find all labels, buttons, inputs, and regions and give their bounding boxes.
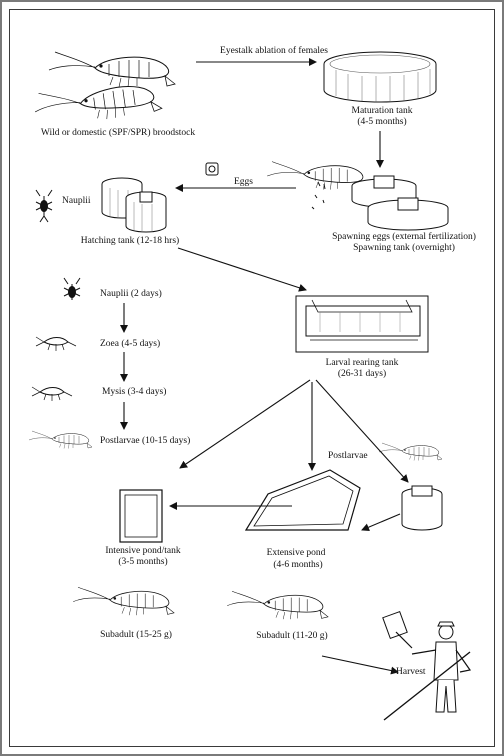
larval-time-label: (26-31 days) [337, 369, 387, 379]
postlarvae-stage-icon [28, 430, 93, 449]
spawning-tank-icon [351, 175, 449, 231]
subadult-right-label: Subadult (11-20 g) [256, 631, 328, 641]
intensive-pond-icon [119, 489, 163, 543]
nauplii-top-icon [35, 189, 53, 223]
nursery-to-extensive-arrow [361, 513, 401, 531]
larval-tank-icon [295, 295, 429, 353]
nauplii-top-label: Nauplii [62, 196, 91, 206]
spawning-tank-label: Spawning tank (overnight) [353, 243, 455, 253]
eggs-label: Eggs [234, 177, 253, 187]
postlarvae-right-icon [378, 442, 443, 461]
maturation-tank-icon [323, 51, 437, 103]
eggs-icon [205, 162, 219, 176]
spawning-shrimp-icon [266, 161, 369, 210]
subadult-left-icon [72, 586, 175, 616]
hatching-to-larval-arrow [177, 247, 307, 292]
harvest-label: Harvest [396, 667, 426, 677]
larval-to-intensive-arrow [179, 379, 311, 469]
postlarvae-right-label: Postlarvae [328, 451, 368, 461]
maturation-time-label: (4-5 months) [357, 117, 407, 127]
intensive-pond-label: Intensive pond/tank [105, 546, 181, 556]
inner-frame [9, 9, 495, 747]
nauplii-stage-label: Nauplii (2 days) [100, 289, 162, 299]
spawning-eggs-label: Spawning eggs (external fertilization) [332, 232, 476, 242]
nauplii-stage-icon [63, 277, 81, 300]
larval-tank-label: Larval rearing tank [325, 358, 399, 368]
nursery-tank-icon [401, 485, 443, 531]
harvest-arrow [321, 655, 399, 675]
postlarvae-stage-label: Postlarvae (10-15 days) [100, 436, 191, 446]
hatching-tank-label: Hatching tank (12-18 hrs) [80, 236, 180, 246]
intensive-time-label: (3-5 months) [118, 557, 168, 567]
subadult-right-icon [226, 590, 329, 620]
larval-to-nursery-arrow [315, 379, 409, 483]
harvest-worker-icon [382, 610, 472, 721]
eyestalk-label: Eyestalk ablation of females [220, 46, 328, 56]
extensive-pond-label: Extensive pond [266, 548, 326, 558]
extensive-pond-icon [244, 469, 361, 531]
maturation-tank-label: Maturation tank [351, 106, 413, 116]
mysis-stage-label: Mysis (3-4 days) [102, 387, 167, 397]
hatching-tank-icon [101, 177, 167, 233]
zoea-stage-icon [35, 336, 77, 352]
mysis-stage-icon [31, 386, 73, 402]
extensive-time-label: (4-6 months) [273, 560, 323, 570]
subadult-left-label: Subadult (15-25 g) [100, 630, 172, 640]
broodstock-shrimp-icon [32, 51, 176, 130]
broodstock-label: Wild or domestic (SPF/SPR) broodstock [40, 128, 196, 138]
zoea-stage-label: Zoea (4-5 days) [100, 339, 161, 349]
